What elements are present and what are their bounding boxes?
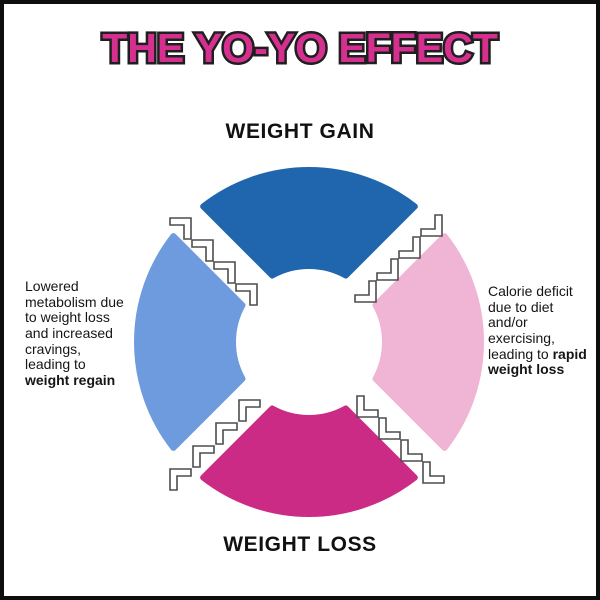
page-title-outline: THE YO-YO EFFECT	[100, 23, 501, 73]
weight-gain-label: WEIGHT GAIN	[225, 120, 375, 143]
segment-weight-loss	[200, 405, 418, 517]
stair-step	[422, 461, 445, 484]
stairs-icon-top-left	[169, 217, 258, 306]
weight-regain-note-text: Lowered metabolism due to weight loss an…	[25, 278, 124, 373]
stair-step	[376, 258, 399, 281]
stairs-icon-bottom-left	[169, 399, 261, 491]
stair-step	[354, 280, 377, 303]
stair-step	[169, 468, 192, 491]
weight-regain-note: Lowered metabolism due to weight loss an…	[25, 278, 128, 389]
stairs-icon-bottom-right	[356, 395, 445, 484]
segment-weight-gain	[200, 167, 418, 279]
rapid-loss-note-bold: rapid weight loss	[488, 345, 587, 378]
weight-regain-note-bold: weight regain	[25, 372, 116, 389]
stair-step	[192, 445, 215, 468]
stair-step	[398, 236, 421, 259]
stair-step	[215, 422, 238, 445]
stair-step	[169, 217, 192, 240]
stair-step	[191, 239, 214, 262]
page-title: THE YO-YO EFFECT THE YO-YO EFFECT	[4, 23, 596, 78]
stairs-icon-top-right	[354, 214, 443, 303]
segment-rapid-weight-loss	[372, 233, 484, 451]
stair-step	[400, 439, 423, 462]
stair-step	[356, 395, 379, 418]
yo-yo-cycle-diagram	[134, 167, 484, 517]
stair-step	[378, 417, 401, 440]
weight-loss-label: WEIGHT LOSS	[223, 533, 377, 556]
stair-step	[238, 399, 261, 422]
stair-step	[235, 283, 258, 306]
page-title-text: THE YO-YO EFFECT	[102, 25, 498, 71]
stair-step	[420, 214, 443, 237]
rapid-loss-note-text: Calorie deficit due to diet and/or exerc…	[488, 283, 573, 362]
rapid-loss-note: Calorie deficit due to diet and/or exerc…	[488, 283, 587, 378]
segment-weight-regain	[134, 233, 246, 451]
stair-step	[213, 261, 236, 284]
